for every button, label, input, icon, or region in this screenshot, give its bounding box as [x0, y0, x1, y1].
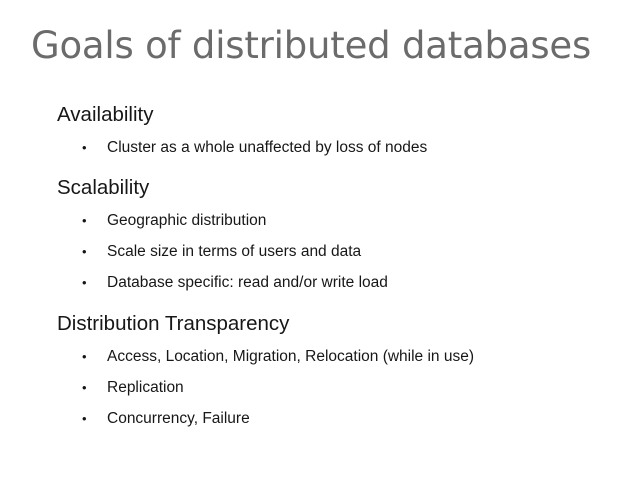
section-distribution-transparency: Distribution Transparency • Access, Loca… [0, 309, 638, 434]
section-heading: Distribution Transparency [57, 312, 290, 335]
section-spacer [0, 298, 638, 309]
section-scalability: Scalability • Geographic distribution • … [0, 173, 638, 298]
list-item-label: Database specific: read and/or write loa… [107, 274, 388, 291]
list-item: • Scale size in terms of users and data [0, 236, 638, 267]
list-item: • Geographic distribution [0, 205, 638, 236]
list-item: • Replication [0, 372, 638, 403]
list-item-label: Geographic distribution [107, 212, 267, 229]
bullet-dot-icon: • [82, 140, 87, 155]
bullet-dot-icon: • [82, 411, 87, 426]
list-item: • Cluster as a whole unaffected by loss … [0, 132, 638, 163]
bullet-dot-icon: • [82, 380, 87, 395]
page-title: Goals of distributed databases [31, 24, 592, 67]
list-item: • Database specific: read and/or write l… [0, 267, 638, 298]
bullet-list: • Access, Location, Migration, Relocatio… [0, 341, 638, 434]
list-item: • Access, Location, Migration, Relocatio… [0, 341, 638, 372]
list-item-label: Access, Location, Migration, Relocation … [107, 348, 475, 365]
list-item: • Concurrency, Failure [0, 403, 638, 434]
bullet-list: • Geographic distribution • Scale size i… [0, 205, 638, 298]
bullet-dot-icon: • [82, 275, 87, 290]
list-item-label: Scale size in terms of users and data [107, 243, 362, 260]
bullet-dot-icon: • [82, 213, 87, 228]
list-item-label: Cluster as a whole unaffected by loss of… [107, 139, 428, 156]
list-item-label: Concurrency, Failure [107, 410, 250, 427]
bullet-list: • Cluster as a whole unaffected by loss … [0, 132, 638, 163]
section-heading: Availability [57, 103, 154, 126]
list-item-label: Replication [107, 379, 184, 396]
bullet-dot-icon: • [82, 349, 87, 364]
section-availability: Availability • Cluster as a whole unaffe… [0, 100, 638, 163]
section-spacer [0, 163, 638, 173]
section-heading: Scalability [57, 176, 150, 199]
slide-body: Availability • Cluster as a whole unaffe… [0, 100, 638, 434]
bullet-dot-icon: • [82, 244, 87, 259]
